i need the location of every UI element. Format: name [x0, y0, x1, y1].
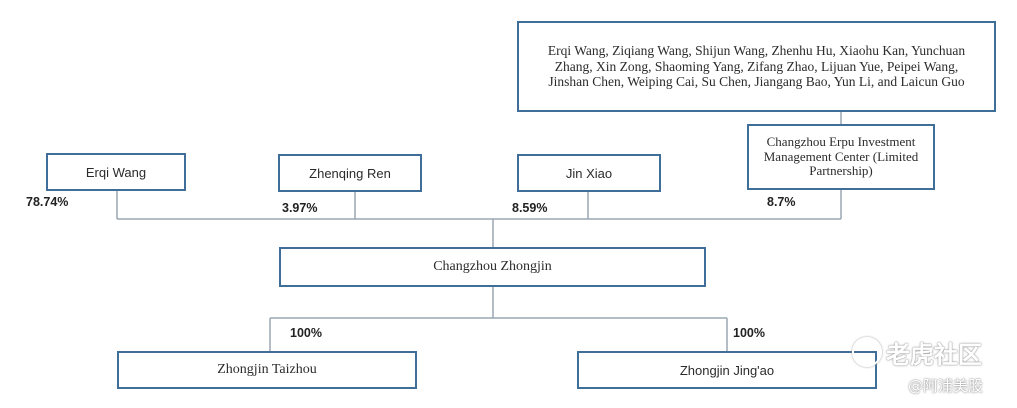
share-pct-zhongjin-taizhou: 100% [290, 326, 322, 340]
share-pct-zhongjin-jingao: 100% [733, 326, 765, 340]
shareholder-name: Jin Xiao [565, 165, 613, 181]
subsidiary-name: Zhongjin Taizhou [217, 362, 317, 377]
share-pct-zhenqing-ren: 3.97% [282, 201, 318, 215]
watermark-handle: @阿浦美股 [908, 377, 984, 395]
shareholder-name: Changzhou Erpu Investment Management Cen… [763, 134, 919, 179]
tiger-logo-icon [852, 337, 882, 367]
shareholder-box-erpu: Changzhou Erpu Investment Management Cen… [747, 124, 935, 190]
shareholder-name: Erqi Wang [85, 164, 147, 180]
shareholder-box-erqi-wang: Erqi Wang [46, 153, 186, 191]
parent-company-name: Changzhou Zhongjin [433, 259, 552, 274]
share-pct-jin-xiao: 8.59% [512, 201, 548, 215]
director-list-text: Erqi Wang, Ziqiang Wang, Shijun Wang, Zh… [547, 43, 966, 90]
shareholder-box-jin-xiao: Jin Xiao [517, 154, 661, 192]
share-pct-erpu: 8.7% [767, 195, 796, 209]
shareholder-box-zhenqing-ren: Zhenqing Ren [278, 154, 422, 192]
parent-company-box: Changzhou Zhongjin [279, 247, 706, 287]
watermark-brand: 老虎社区 [886, 341, 982, 369]
subsidiary-box-zhongjin-jingao: Zhongjin Jing'ao [577, 351, 877, 389]
subsidiary-name: Zhongjin Jing'ao [679, 362, 775, 378]
subsidiary-box-zhongjin-taizhou: Zhongjin Taizhou [117, 351, 417, 389]
shareholder-name: Zhenqing Ren [309, 165, 391, 181]
share-pct-erqi-wang: 78.74% [26, 195, 69, 209]
director-list-box: Erqi Wang, Ziqiang Wang, Shijun Wang, Zh… [517, 21, 996, 112]
